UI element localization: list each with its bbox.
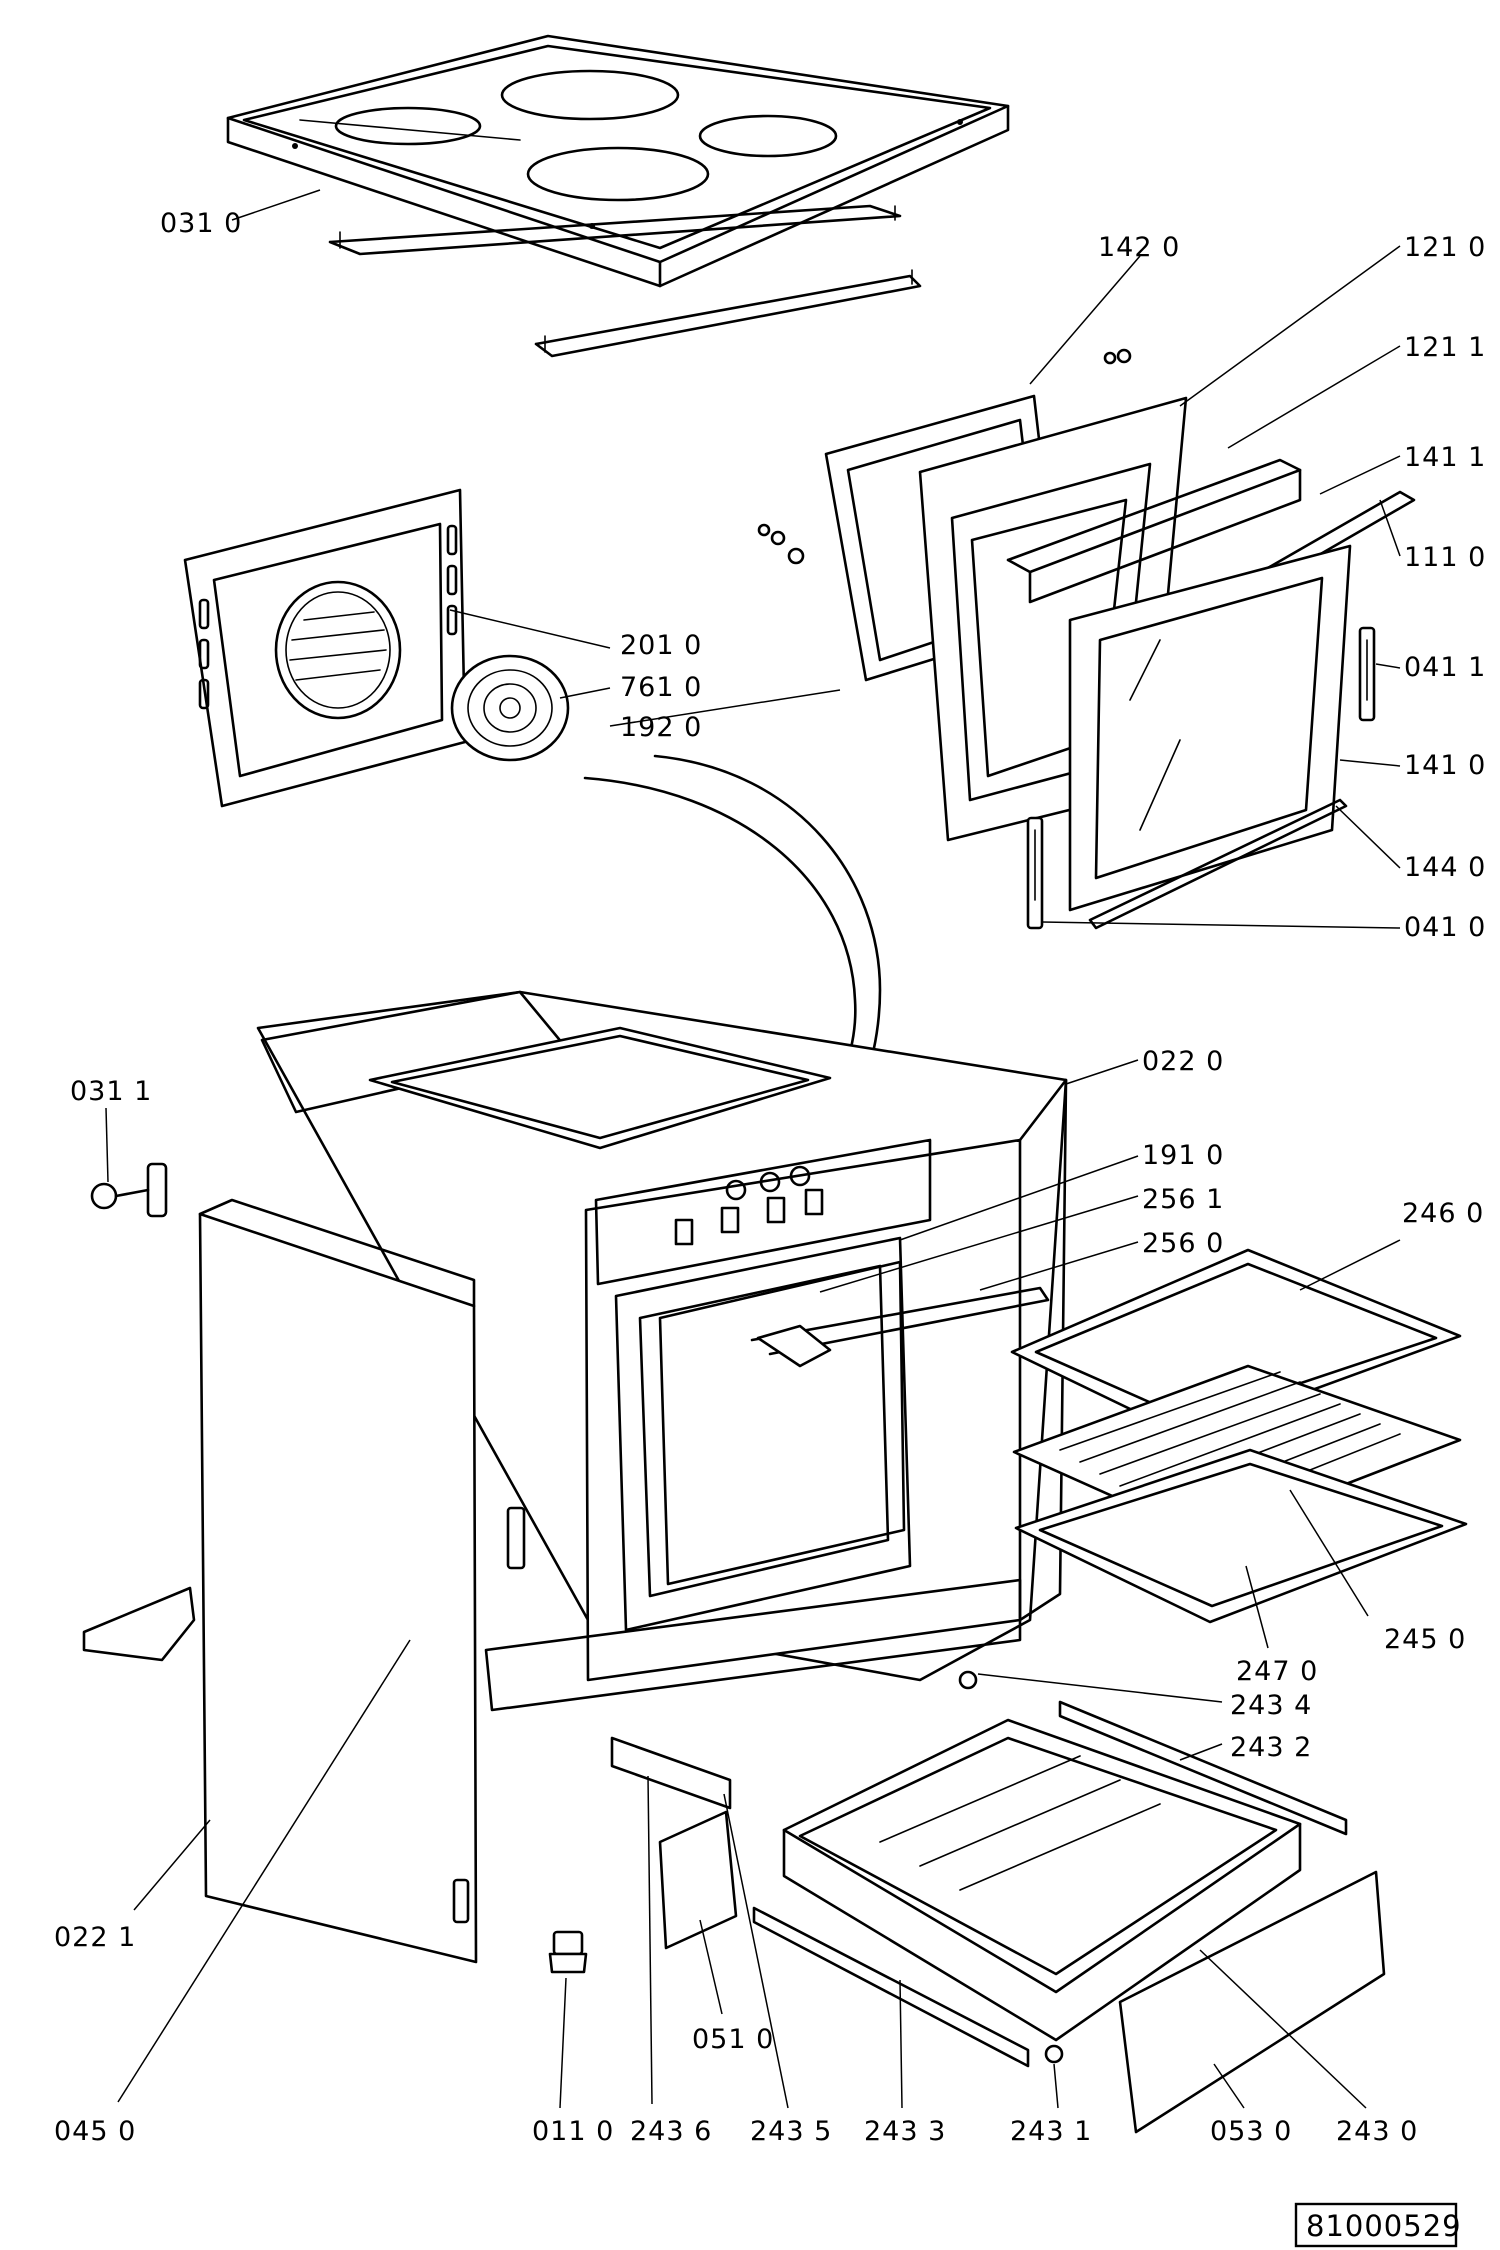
- label-247-0: 247 0: [1236, 1656, 1318, 1687]
- hob-top-part: [226, 34, 1010, 358]
- fan-part: [450, 654, 570, 762]
- trays-part: [1010, 1248, 1468, 1624]
- side-clip-part: [506, 1506, 526, 1570]
- label-141-1: 141 1: [1404, 442, 1486, 473]
- document-number-box: 81000529: [1294, 2202, 1462, 2248]
- label-191-0: 191 0: [1142, 1140, 1224, 1171]
- label-011-0: 011 0: [532, 2116, 614, 2147]
- label-243-2: 243 2: [1230, 1732, 1312, 1763]
- label-053-0: 053 0: [1210, 2116, 1292, 2147]
- label-245-0: 245 0: [1384, 1624, 1466, 1655]
- label-031-1: 031 1: [70, 1076, 152, 1107]
- label-192-0: 192 0: [620, 712, 702, 743]
- drawer-part: [610, 1670, 1386, 2134]
- label-051-0: 051 0: [692, 2024, 774, 2055]
- label-144-0: 144 0: [1404, 852, 1486, 883]
- label-256-1: 256 1: [1142, 1184, 1224, 1215]
- label-761-0: 761 0: [620, 672, 702, 703]
- label-246-0: 246 0: [1402, 1198, 1484, 1229]
- callout-labels: 031 0 142 0 121 0 121 1 141 1 111 0 201 …: [54, 208, 1486, 2147]
- door-seal-part: [658, 1260, 1050, 1586]
- foot-part: [548, 1930, 588, 1974]
- label-041-1: 041 1: [1404, 652, 1486, 683]
- label-121-0: 121 0: [1404, 232, 1486, 263]
- label-243-0: 243 0: [1336, 2116, 1418, 2147]
- label-243-3: 243 3: [864, 2116, 946, 2147]
- label-243-4: 243 4: [1230, 1690, 1312, 1721]
- floor-piece-part: [82, 1586, 196, 1662]
- label-031-0: 031 0: [160, 208, 242, 239]
- side-bracket-part: [90, 1162, 168, 1218]
- label-121-1: 121 1: [1404, 332, 1486, 363]
- label-022-1: 022 1: [54, 1922, 136, 1953]
- label-243-6: 243 6: [630, 2116, 712, 2147]
- document-number: 81000529: [1306, 2209, 1462, 2243]
- leader-lines: [105, 189, 1401, 2109]
- label-243-1: 243 1: [1010, 2116, 1092, 2147]
- label-141-0: 141 0: [1404, 750, 1486, 781]
- label-142-0: 142 0: [1098, 232, 1180, 263]
- label-243-5: 243 5: [750, 2116, 832, 2147]
- label-201-0: 201 0: [620, 630, 702, 661]
- side-panel-part: [198, 1198, 478, 1964]
- label-111-0: 111 0: [1404, 542, 1486, 573]
- label-045-0: 045 0: [54, 2116, 136, 2147]
- label-041-0: 041 0: [1404, 912, 1486, 943]
- label-022-0: 022 0: [1142, 1046, 1224, 1077]
- cabinet-body-part: [256, 990, 1068, 1712]
- label-256-0: 256 0: [1142, 1228, 1224, 1259]
- rear-oven-panel-part: [183, 488, 467, 808]
- hinges-part: [1026, 626, 1376, 930]
- door-assembly-part: [757, 348, 1416, 930]
